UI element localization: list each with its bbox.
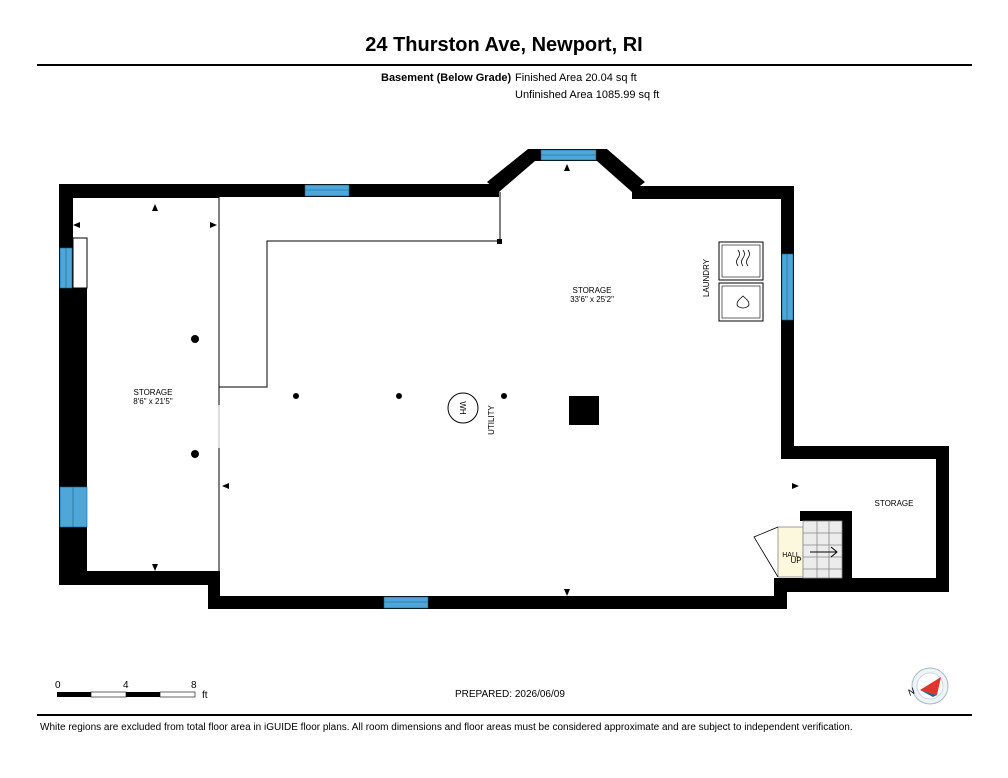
utility-label: UTILITY — [487, 404, 496, 434]
chimney-block — [569, 396, 599, 425]
room-dims: 8'6" x 21'5" — [133, 397, 173, 406]
walls — [59, 149, 949, 609]
stair — [802, 520, 843, 579]
compass-icon: N — [906, 667, 949, 705]
dimension-markers — [73, 164, 799, 596]
wall-right-bottom — [774, 578, 949, 592]
water-heater-label: WH — [458, 401, 467, 415]
window-bottom — [383, 596, 429, 609]
header-divider — [37, 64, 972, 66]
wall-right-outer — [936, 446, 949, 592]
wall-left-thick — [59, 288, 87, 584]
wall-left-bottom — [59, 571, 219, 585]
window-top-left — [304, 184, 350, 197]
dryer-icon — [718, 241, 764, 281]
column — [396, 393, 402, 399]
scale-bar — [57, 691, 196, 698]
unfinished-area: Unfinished Area 1085.99 sq ft — [515, 89, 660, 101]
up-label: UP — [790, 556, 801, 565]
scale-tick-label: 8 — [191, 680, 197, 691]
column — [501, 393, 507, 399]
window-right — [781, 253, 794, 321]
wall-right-step — [774, 578, 787, 609]
finished-area: Finished Area 20.04 sq ft — [515, 72, 637, 84]
page-title: 24 Thurston Ave, Newport, RI — [365, 34, 643, 56]
window-left-lower — [59, 486, 88, 528]
left-ledge — [72, 237, 88, 289]
wall-main-bottom — [208, 596, 787, 609]
hall-label: HALL — [782, 552, 800, 559]
compass-north-label: N — [906, 686, 917, 698]
footer-divider — [37, 714, 972, 716]
wall-main-top-right — [632, 186, 794, 199]
floor-name: Basement (Below Grade) — [381, 72, 512, 84]
wall-left-top — [59, 184, 219, 198]
water-heater-icon — [447, 392, 479, 424]
room-label: STORAGE — [875, 499, 914, 508]
column — [293, 393, 299, 399]
hall-area — [777, 526, 804, 578]
laundry-label: LAUNDRY — [702, 258, 711, 297]
prepared-date: PREPARED: 2026/06/09 — [455, 689, 565, 700]
wall-right-top — [781, 446, 949, 459]
column — [191, 450, 199, 458]
stair-arrow-icon — [830, 546, 838, 558]
wall-stair-right — [842, 511, 852, 581]
arrow-down-icon — [564, 589, 570, 596]
interior-outline — [219, 192, 501, 388]
arrow-up-icon — [564, 164, 570, 171]
arrow-left-icon — [222, 483, 229, 489]
column — [191, 335, 199, 343]
arrow-right-icon — [792, 483, 799, 489]
wall-stair-top — [800, 511, 852, 521]
wall-main-right — [781, 186, 794, 459]
room-dims: 33'6" x 25'2" — [570, 295, 614, 304]
room-label: STORAGE — [573, 286, 612, 295]
door-swing-icon — [753, 526, 779, 578]
scale-unit: ft — [202, 690, 208, 701]
scale-tick-label: 4 — [123, 680, 129, 691]
scale-tick-label: 0 — [55, 680, 61, 691]
room-label: STORAGE — [134, 388, 173, 397]
disclaimer: White regions are excluded from total fl… — [40, 722, 853, 733]
columns — [191, 335, 599, 458]
arrow-up-icon — [152, 204, 158, 211]
wall-main-top-left — [219, 184, 499, 197]
washer-icon — [718, 282, 764, 322]
arrow-right-icon — [210, 222, 217, 228]
windows — [59, 149, 794, 609]
arrow-left-icon — [73, 222, 80, 228]
arrow-down-icon — [152, 564, 158, 571]
wall-bay — [487, 149, 645, 192]
